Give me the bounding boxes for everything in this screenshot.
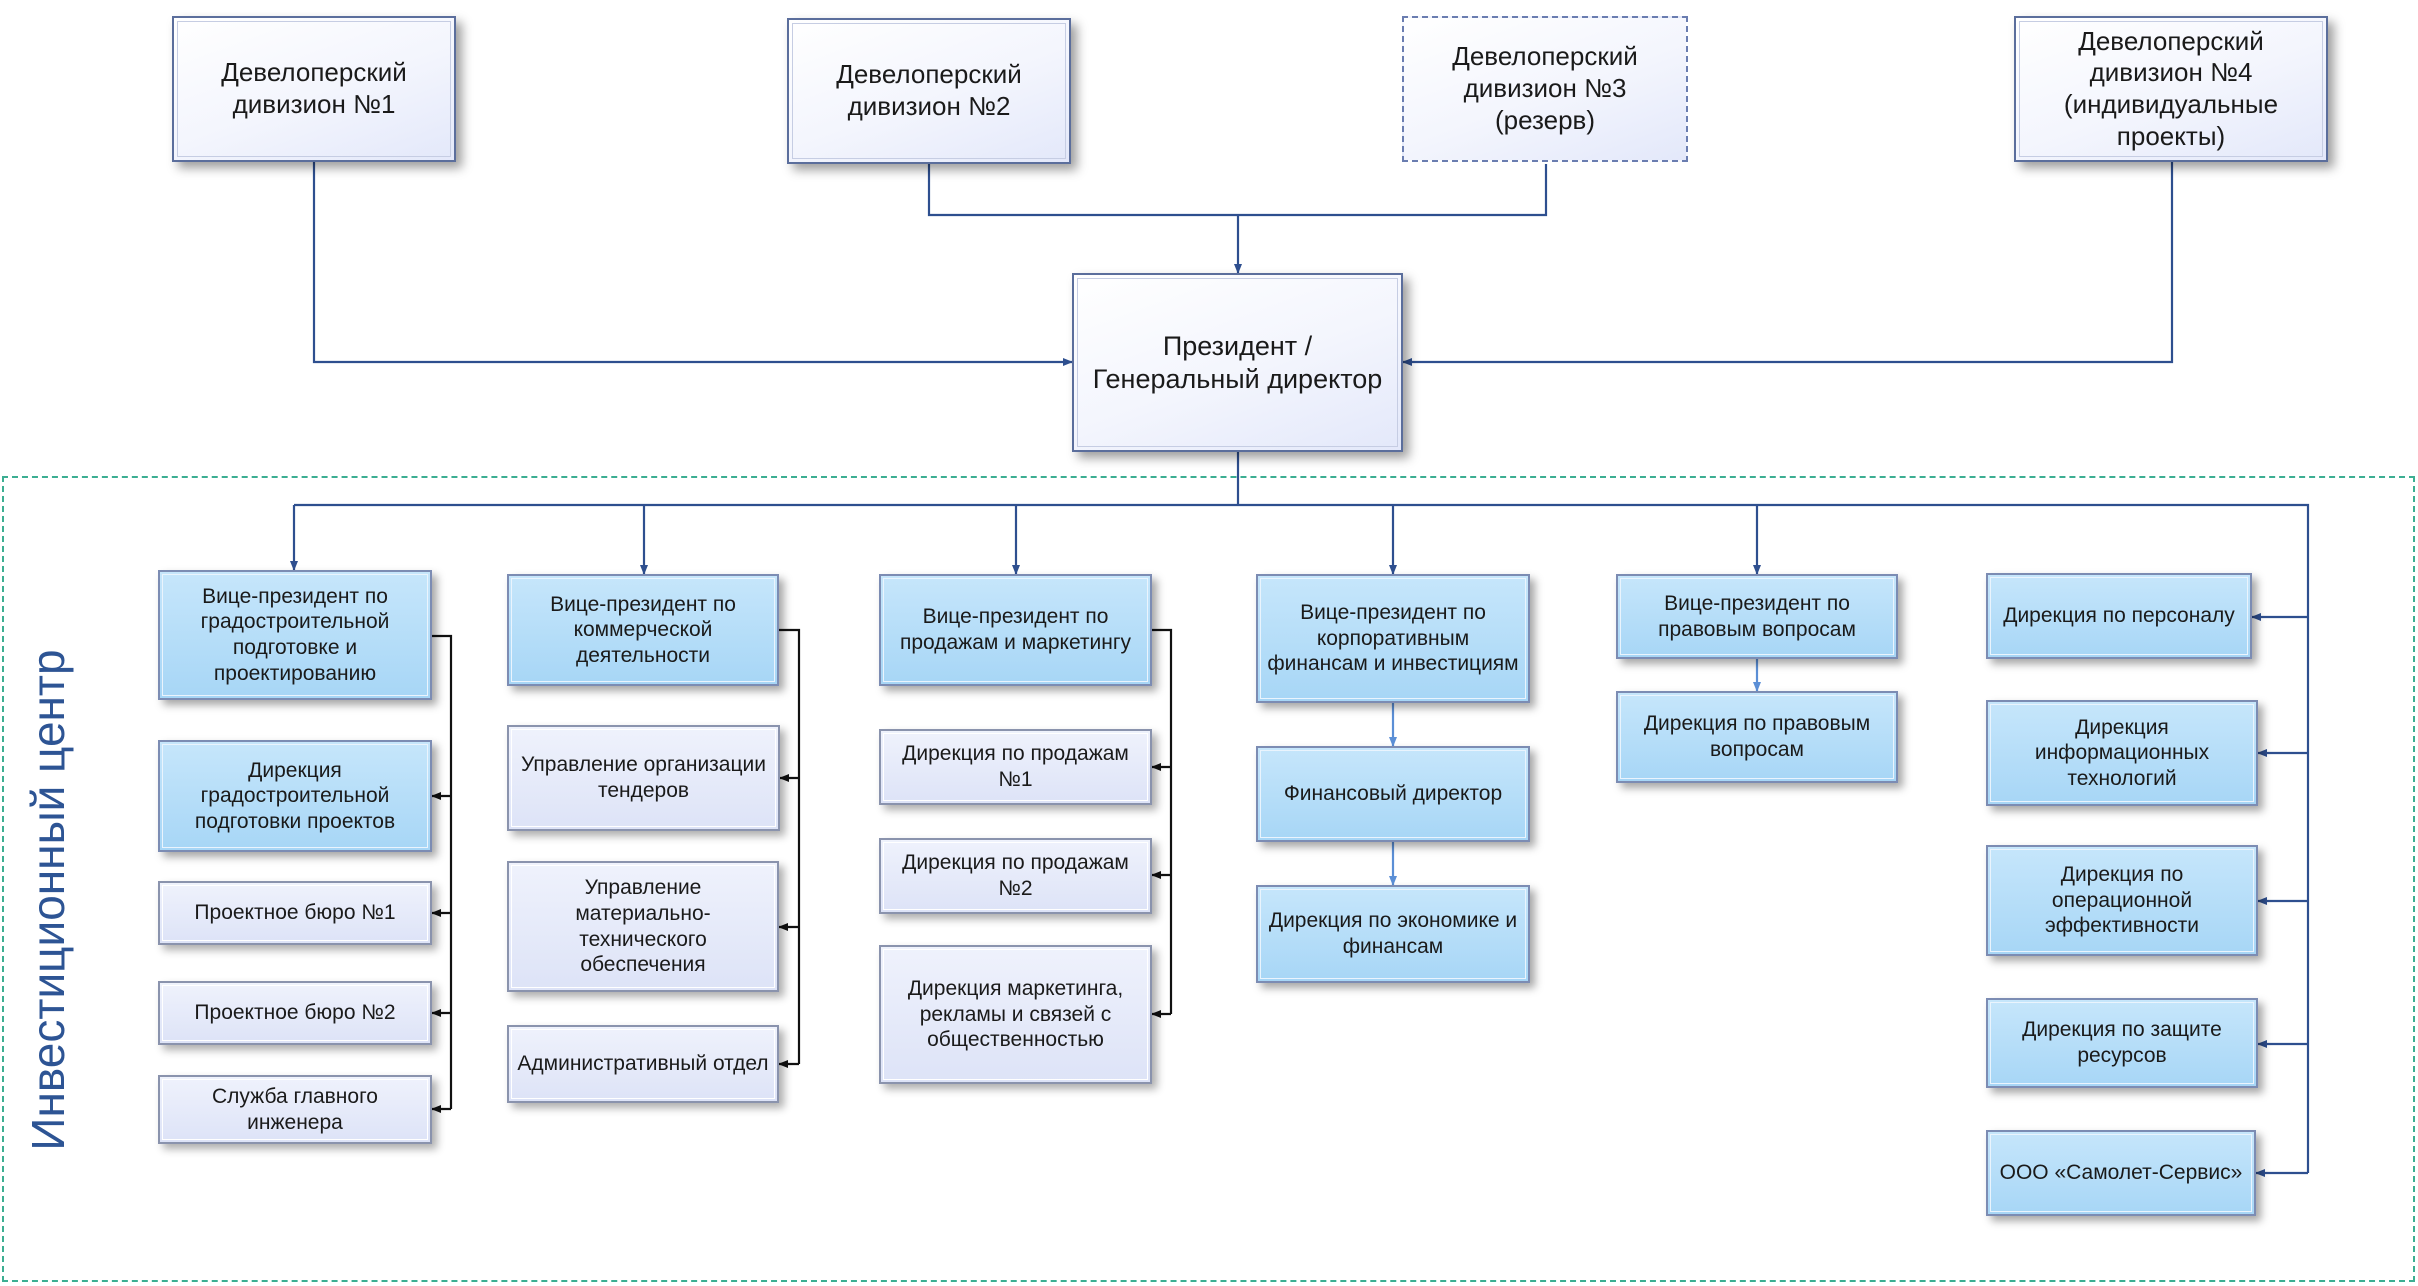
line-division-1 (312, 162, 1073, 366)
vp-commercial-box: Вице-президент по коммерческой деятельно… (507, 574, 779, 686)
vp-legal-box: Вице-президент по правовым вопросам (1616, 574, 1898, 659)
logistics-management-box: Управление материально-технического обес… (507, 861, 779, 992)
urban-planning-directorate-box: Дирекция градостроительной подготовки пр… (158, 740, 432, 852)
design-bureau-1-box: Проектное бюро №1 (158, 881, 432, 945)
financial-director-box: Финансовый директор (1256, 746, 1530, 842)
it-directorate-box: Дирекция информационных технологий (1986, 700, 2258, 806)
samolet-service-llc-box: ООО «Самолет-Сервис» (1986, 1130, 2256, 1216)
administrative-department-box: Административный отдел (507, 1025, 779, 1103)
resource-protection-directorate-box: Дирекция по защите ресурсов (1986, 998, 2258, 1088)
sales-directorate-1-box: Дирекция по продажам №1 (879, 729, 1152, 805)
tender-management-box: Управление организации тендеров (507, 725, 780, 831)
economics-finance-directorate-box: Дирекция по экономике и финансам (1256, 885, 1530, 983)
line-division-2-3 (927, 164, 1548, 217)
division-4-box: Девелоперский дивизион №4 (индивидуальны… (2014, 16, 2328, 162)
division-3-reserve-box: Девелоперский дивизион №3 (резерв) (1402, 16, 1688, 162)
vp-corporate-finance-box: Вице-президент по корпоративным финансам… (1256, 574, 1530, 703)
vp-urban-planning-box: Вице-президент по градостроительной подг… (158, 570, 432, 700)
sales-directorate-2-box: Дирекция по продажам №2 (879, 838, 1152, 914)
design-bureau-2-box: Проектное бюро №2 (158, 981, 432, 1045)
division-1-box: Девелоперский дивизион №1 (172, 16, 456, 162)
legal-directorate-box: Дирекция по правовым вопросам (1616, 691, 1898, 783)
operational-efficiency-directorate-box: Дирекция по операционной эффективности (1986, 845, 2258, 956)
vp-sales-marketing-box: Вице-президент по продажам и маркетингу (879, 574, 1152, 686)
president-box: Президент / Генеральный директор (1072, 273, 1403, 452)
investment-center-label: Инвестиционный центр (22, 649, 74, 1151)
marketing-pr-directorate-box: Дирекция маркетинга, рекламы и связей с … (879, 945, 1152, 1084)
division-2-box: Девелоперский дивизион №2 (787, 18, 1071, 164)
line-division-4 (1402, 162, 2174, 366)
chief-engineer-service-box: Служба главного инженера (158, 1075, 432, 1144)
hr-directorate-box: Дирекция по персоналу (1986, 573, 2252, 659)
